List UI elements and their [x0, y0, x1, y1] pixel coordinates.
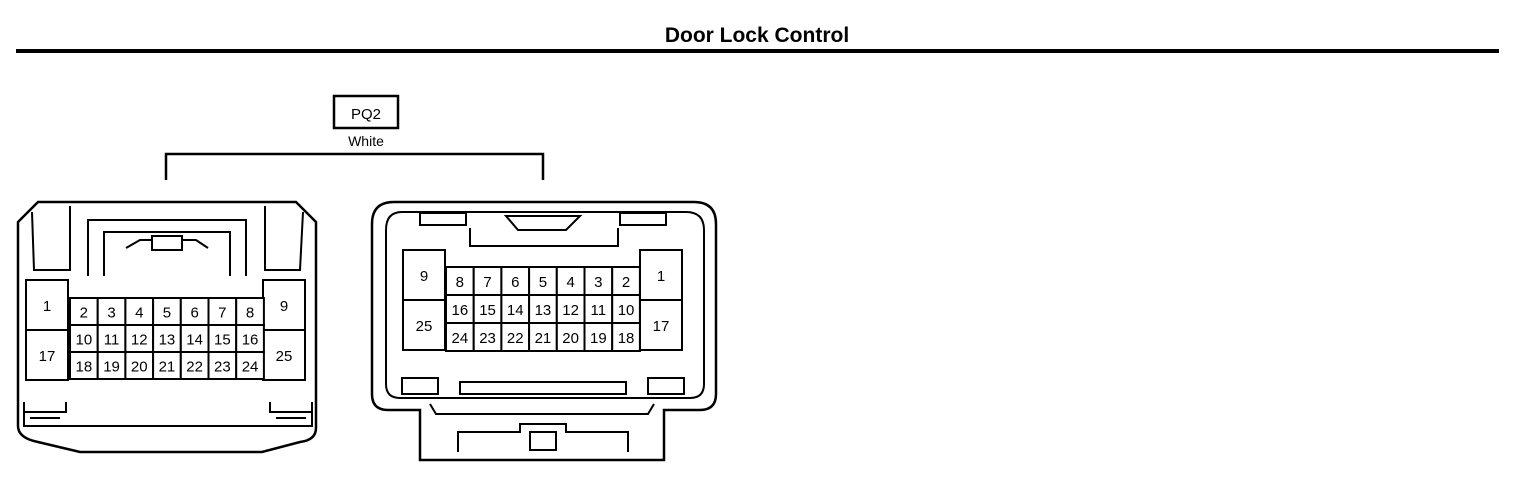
right_connector-pin-11: 11	[591, 302, 607, 319]
right-bottom-slot-right	[647, 377, 685, 395]
right-latch-wedge	[503, 215, 583, 231]
left_connector-pin-19: 19	[103, 359, 120, 376]
left_connector-pin-3: 3	[107, 305, 115, 322]
left-latch-tab	[151, 235, 183, 251]
left_connector-pin-18: 18	[76, 359, 93, 376]
right_connector-pin-18-cell	[611, 322, 641, 352]
right_connector-pin-2: 2	[622, 274, 630, 291]
left-housing-inner-right	[264, 206, 304, 271]
left_connector-pin-16-cell	[235, 324, 265, 353]
right_connector-pin-6: 6	[511, 274, 519, 291]
left-bottom-rail-steps	[24, 402, 312, 413]
right_connector-pin-19: 19	[590, 330, 607, 347]
right_connector-pin-14: 14	[507, 302, 524, 319]
right_connector-pin-23: 23	[479, 330, 496, 347]
right_connector-pin-9: 9	[420, 268, 428, 285]
right-lower-key-tab	[529, 431, 557, 451]
connector-color-label: White	[348, 133, 384, 149]
left_connector-pin-17-cell	[25, 329, 69, 381]
right-bottom-slot-left	[401, 377, 439, 395]
title-underline	[16, 49, 1499, 53]
right_connector-pin-25-cell	[402, 299, 446, 351]
left_connector-pin-23: 23	[214, 359, 231, 376]
left_connector-pin-8-cell	[235, 297, 265, 326]
right_connector-pin-21-cell	[528, 322, 558, 352]
connector-code-box	[332, 94, 400, 130]
left_connector-pin-23-cell	[207, 351, 238, 380]
left_connector-pin-22: 22	[186, 359, 203, 376]
left-connector-housing	[16, 200, 318, 454]
right_connector-pin-25: 25	[416, 318, 433, 335]
left_connector-pin-1: 1	[43, 298, 51, 315]
left_connector-pin-15: 15	[214, 332, 231, 349]
right_connector-pin-17: 17	[653, 318, 670, 335]
right_connector-pin-1: 1	[657, 268, 665, 285]
right_connector-pin-23-cell	[472, 322, 503, 352]
left_connector-pin-15-cell	[207, 324, 238, 353]
left_connector-pin-20: 20	[131, 359, 148, 376]
right_connector-pin-16: 16	[452, 302, 469, 319]
left-latch-ramp	[125, 239, 209, 249]
right_connector-pin-8: 8	[456, 274, 464, 291]
right_connector-pin-4: 4	[566, 274, 574, 291]
left_connector-pin-21: 21	[159, 359, 176, 376]
left_connector-pin-25-cell	[262, 329, 306, 381]
left_connector-pin-17: 17	[39, 348, 56, 365]
left-bottom-rail	[23, 402, 313, 427]
left_connector-pin-14: 14	[186, 332, 203, 349]
left_connector-pin-21-cell	[152, 351, 182, 380]
right_connector-pin-3: 3	[594, 274, 602, 291]
right_connector-pin-13: 13	[535, 302, 552, 319]
right_connector-pin-12: 12	[562, 302, 579, 319]
diagram-title: Door Lock Control	[664, 24, 850, 47]
right_connector-pin-9-cell	[402, 249, 446, 301]
right_connector-pin-18: 18	[618, 330, 635, 347]
left-housing-inner-left	[31, 206, 71, 271]
right_connector-pin-22: 22	[507, 330, 524, 347]
right-connector: 9 25 1 17 8 7 6 5 4 3 2 16 15 14 13 12 11 10 24 23 22 21 20 19 1…	[370, 200, 718, 462]
right-top-slot-left	[419, 212, 467, 226]
left_connector-pin-7: 7	[218, 305, 226, 322]
right-lower-lip	[429, 403, 655, 415]
right_connector-pin-24-cell	[445, 322, 475, 352]
right_connector-pin-20: 20	[562, 330, 579, 347]
right_connector-pin-7: 7	[483, 274, 491, 291]
right_connector-pin-10: 10	[618, 302, 635, 319]
left_connector-pin-24: 24	[242, 359, 259, 376]
left_connector-pin-4: 4	[135, 305, 143, 322]
left_connector-pin-10-cell	[69, 324, 99, 353]
left_connector-pin-20-cell	[124, 351, 155, 380]
left_connector-pin-5: 5	[163, 305, 171, 322]
left_connector-pin-5-cell	[152, 297, 182, 326]
left-latch-inner	[103, 231, 231, 276]
right_connector-pin-15: 15	[479, 302, 496, 319]
right-connector-housing	[370, 200, 718, 462]
left_connector-pin-2: 2	[80, 305, 88, 322]
right_connector-pin-11-cell	[583, 294, 614, 324]
left_connector-pin-8: 8	[246, 305, 254, 322]
connector-bracket	[164, 152, 545, 180]
left_connector-pin-13: 13	[159, 332, 176, 349]
right_connector-pin-21: 21	[535, 330, 552, 347]
left_connector-pin-11: 11	[104, 332, 120, 349]
left-latch-outer	[87, 219, 247, 276]
left_connector-pin-16: 16	[242, 332, 259, 349]
right-housing-inner	[385, 211, 705, 399]
right_connector-pin-6-cell	[500, 266, 531, 296]
right-latch-frame	[469, 228, 619, 247]
left_connector-pin-10: 10	[76, 332, 93, 349]
left_connector-pin-24-cell	[235, 351, 265, 380]
left_connector-pin-12: 12	[131, 332, 148, 349]
left_connector-pin-9: 9	[280, 298, 288, 315]
left_connector-pin-6: 6	[190, 305, 198, 322]
right-lower-key	[457, 423, 629, 452]
left_connector-pin-25: 25	[276, 348, 293, 365]
right-bottom-slot-center	[459, 381, 627, 395]
right_connector-pin-5: 5	[539, 274, 547, 291]
right_connector-pin-24: 24	[452, 330, 469, 347]
connector-code-label: PQ2	[351, 106, 381, 123]
right-top-slot-right	[619, 212, 667, 226]
